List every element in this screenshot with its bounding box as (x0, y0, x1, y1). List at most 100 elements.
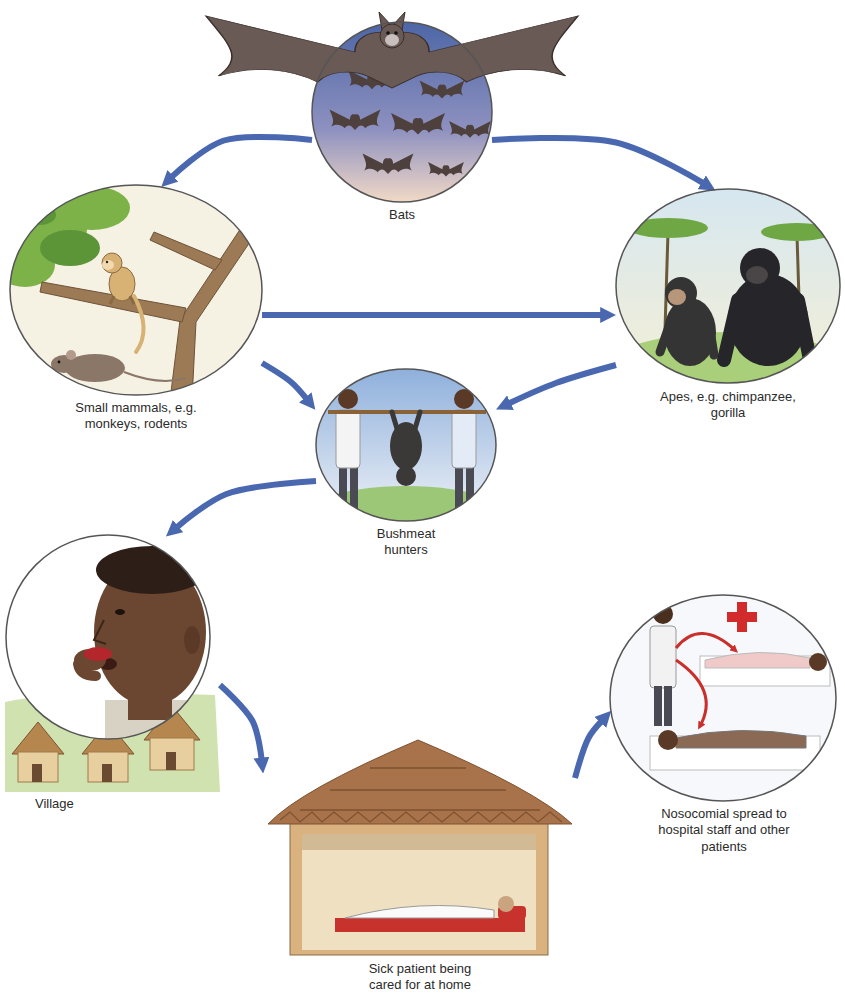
node-outline (610, 595, 836, 801)
small-mammals-picture-part-part (54, 186, 130, 230)
bat-colony-picture-part (380, 24, 404, 48)
village-picture-part-part (96, 546, 208, 594)
bat-colony-picture-part-part (391, 113, 445, 135)
apes-picture-part (578, 218, 845, 452)
hospital-picture-part-part (664, 686, 672, 726)
node-outline (6, 535, 210, 739)
hospital-picture-part (727, 612, 757, 622)
hunters-picture-part-part (336, 410, 360, 468)
small-mammals-picture-part-part (58, 361, 61, 364)
hut-picture-part (280, 812, 562, 822)
apes-picture (578, 189, 845, 452)
bat-colony-picture-part (385, 34, 399, 46)
transmission-arrow (262, 312, 601, 318)
node-label: Apes, e.g. chimpanzee, gorilla (653, 389, 803, 422)
small-mammals-picture-part (10, 185, 262, 395)
village-picture (5, 535, 220, 792)
node-outline (10, 185, 262, 397)
hospital-picture-part-part (650, 626, 676, 688)
illustrated-node: Bushmeat hunters (316, 369, 496, 559)
node-label: Village (35, 796, 155, 812)
small-mammals-picture-part-part (40, 230, 100, 266)
hospital-picture-part (610, 595, 836, 801)
small-mammals-picture-part-part (106, 261, 108, 263)
village-picture-part (102, 764, 112, 782)
bat-colony-picture-part-part (420, 81, 465, 99)
village-picture-part (74, 546, 215, 750)
hunters-picture-part-part (328, 410, 486, 414)
transmission-arrow (510, 365, 616, 403)
node-outline (5, 535, 220, 793)
node-outline (616, 189, 840, 383)
small-mammals-picture-part-part (150, 232, 222, 270)
illustrated-node: Apes, e.g. chimpanzee, gorilla (616, 189, 840, 422)
bat-colony-picture-part (206, 16, 578, 88)
node-label: Bats (342, 207, 462, 223)
hospital-picture-part-part (658, 730, 678, 750)
illustrated-node: Nosocomial spread to hospital staff and … (610, 595, 838, 855)
village-picture-part-part (84, 647, 112, 661)
transmission-arrow (177, 481, 316, 527)
node-label: Bushmeat hunters (366, 526, 446, 559)
village-picture-part-part (115, 609, 125, 615)
node-outline (312, 22, 492, 202)
bat-colony-picture-part (386, 31, 390, 35)
bat-colony-picture-part-part (330, 110, 381, 130)
village-picture-part (150, 738, 194, 770)
hospital-picture-part-part (676, 730, 806, 748)
village-picture-part-part (94, 620, 106, 644)
hunters-picture-part-part (286, 486, 526, 570)
hut-picture-part (300, 768, 540, 810)
illustrated-node: Bats (312, 20, 492, 223)
small-mammals-picture-part-part (102, 253, 122, 273)
hunters-picture-part-part (396, 466, 416, 486)
picture-space (265, 738, 575, 958)
bat-colony-picture-part-part (449, 121, 491, 138)
hunters-picture (286, 369, 526, 570)
small-mammals-picture-part-part (124, 372, 186, 381)
small-mammals-picture-part-part (110, 296, 134, 304)
hut-picture (268, 740, 572, 955)
village-picture-part (18, 752, 58, 782)
village-picture-part (12, 722, 64, 754)
node-outline (316, 369, 496, 523)
village-picture-part-part (78, 664, 96, 676)
hut-picture-part (302, 834, 536, 950)
node-outline (316, 369, 496, 521)
hut-picture-part (302, 834, 536, 850)
small-mammals-picture (0, 185, 262, 400)
bat-colony-picture (206, 12, 578, 202)
hospital-picture-part-part (676, 633, 735, 650)
hut-picture-part (498, 896, 514, 912)
hunters-picture-part-part (455, 466, 463, 510)
village-picture-part-part (184, 626, 200, 654)
bat-colony-picture-part (394, 31, 398, 35)
village-picture-part (166, 752, 176, 770)
hunters-picture-part-part (390, 422, 422, 470)
village-picture-part (88, 752, 128, 782)
transmission-arrow (575, 722, 601, 778)
small-mammals-picture-part-part (134, 296, 144, 352)
node-label: Sick patient being cared for at home (355, 961, 485, 994)
hut-picture-part (345, 906, 494, 919)
bat-colony-picture-part-part (428, 162, 464, 176)
apes-picture-part-part (724, 300, 810, 360)
hunters-picture-part-part (452, 410, 476, 468)
illustrated-node: Small mammals, e.g. monkeys, rodents (10, 185, 262, 433)
illustrated-node: Sick patient being cared for at home (265, 738, 575, 994)
transmission-arrow (220, 685, 261, 758)
hunters-picture-part-part (466, 466, 474, 510)
node-outline (312, 20, 492, 204)
apes-picture-part-part (746, 266, 768, 284)
hospital-picture (610, 595, 836, 801)
village-picture-part (32, 764, 42, 782)
apes-picture-part-part (660, 318, 714, 355)
hut-picture-part (268, 740, 572, 824)
transmission-arrow (262, 363, 306, 398)
hunters-picture-part-part (350, 466, 358, 510)
bat-colony-picture-part-part (363, 154, 414, 174)
node-outline (610, 595, 838, 803)
apes-picture-part-part (761, 223, 833, 241)
transmission-arrow (492, 138, 702, 183)
